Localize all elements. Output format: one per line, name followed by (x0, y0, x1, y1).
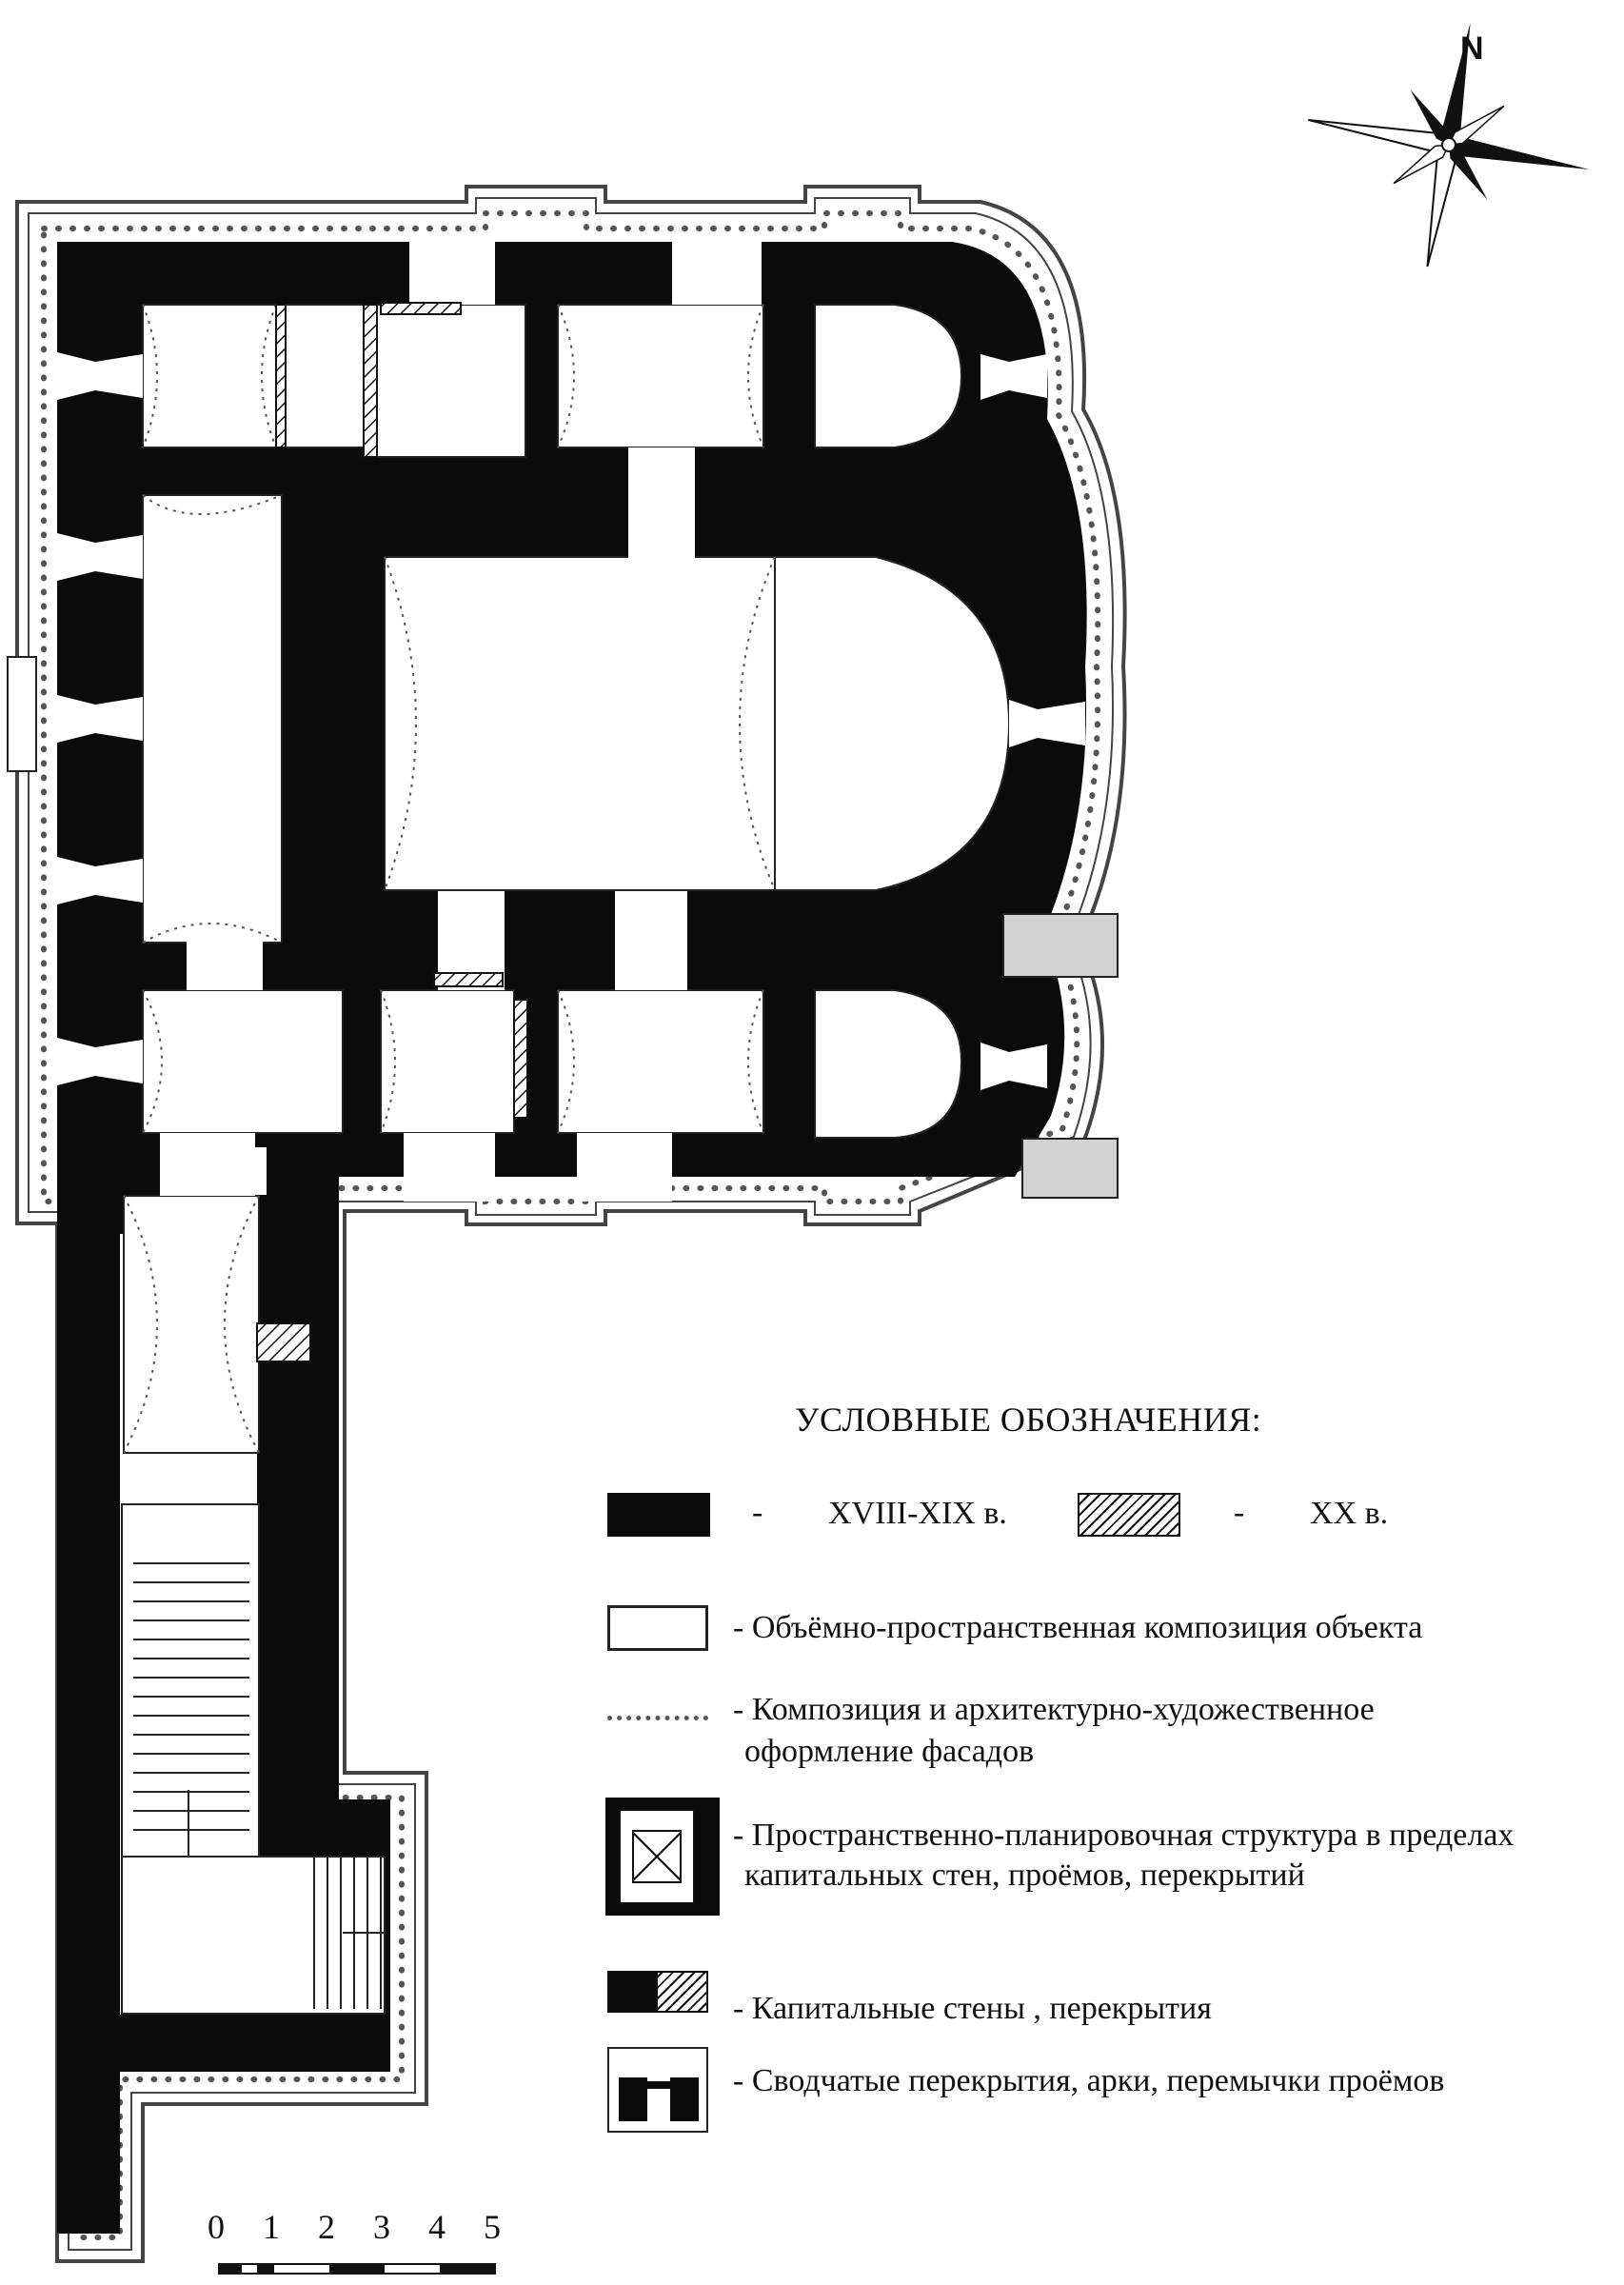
legend-item-facade-2: оформление фасадов (744, 1734, 1035, 1769)
scale-label-4: 4 (428, 2208, 446, 2246)
legend-dash-2: - (1234, 1495, 1245, 1530)
legend-item-walls: - Капитальные стены , перекрытия (733, 1991, 1212, 2026)
legend-swatch-hatch (1078, 1493, 1180, 1537)
legend-symbol-walls (607, 1971, 708, 2013)
scale-label-2: 2 (318, 2208, 335, 2246)
scale-bar (218, 2263, 496, 2275)
legend-item-facade-1: - Композиция и архитектурно-художественн… (733, 1692, 1375, 1727)
legend-symbol-dots (607, 1716, 708, 1720)
legend-symbol-structure (605, 1798, 720, 1916)
legend-item-structure-2: капитальных стен, проёмов, перекрытий (744, 1858, 1305, 1893)
vault-arcs (123, 304, 776, 1454)
legend-title: УСЛОВНЫЕ ОБОЗНАЧЕНИЯ: (795, 1401, 1262, 1439)
legend-item-volume: - Объёмно-пространственная композиция об… (733, 1610, 1423, 1645)
compass-rose (1308, 22, 1590, 268)
scale-label-3: 3 (373, 2208, 390, 2246)
building-outline (15, 185, 1127, 2263)
west-stub (7, 656, 37, 772)
legend-swatch-black (607, 1493, 710, 1537)
xx-century-walls (256, 302, 528, 1362)
legend-symbol-volume (607, 1605, 708, 1651)
east-stub-1 (1002, 913, 1119, 978)
east-stub-2 (1021, 1138, 1119, 1199)
legend-symbol-vaults (607, 2047, 708, 2133)
scale-label-5: 5 (484, 2208, 501, 2246)
legend-item-structure-1: - Пространственно-планировочная структур… (733, 1818, 1515, 1853)
legend-dash-1: - (752, 1495, 763, 1530)
compass-north-label: N (1460, 30, 1484, 67)
scale-label-0: 0 (208, 2208, 225, 2246)
legend-period-2: XX в. (1310, 1496, 1389, 1531)
scale-label-1: 1 (263, 2208, 280, 2246)
legend-period-1: XVIII-XIX в. (828, 1496, 1007, 1531)
staircase (133, 1562, 385, 2009)
facade-dotted-line (41, 210, 1101, 2240)
building-outline-inner (28, 197, 1115, 2251)
west-windows (57, 352, 1085, 1090)
legend-item-vaults: - Сводчатые перекрытия, арки, перемычки … (733, 2063, 1445, 2098)
